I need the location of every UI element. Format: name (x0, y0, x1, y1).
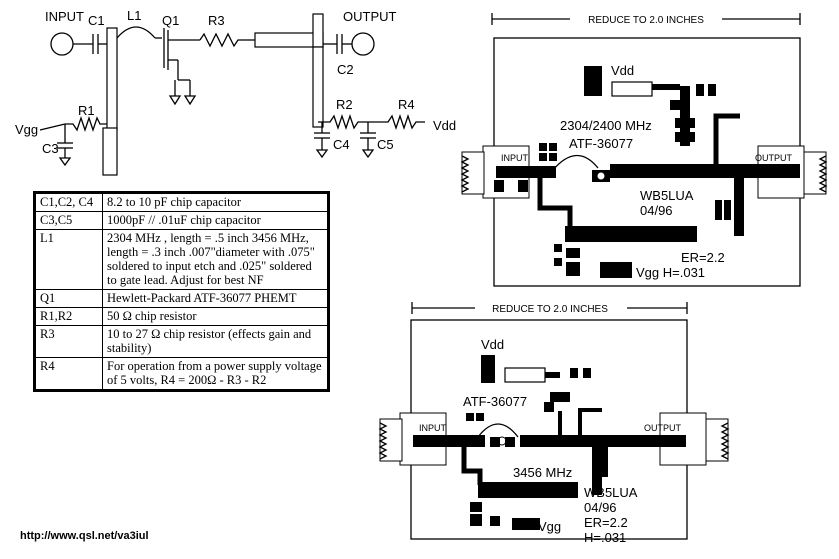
part-description: 8.2 to 10 pF chip capacitor (102, 192, 329, 212)
reduce-label-bottom: REDUCE TO 2.0 INCHES (492, 304, 608, 315)
r3-symbol (199, 32, 255, 48)
output-port-symbol (351, 32, 375, 56)
part-ref: L1 (34, 229, 103, 290)
q1-label: Q1 (162, 13, 179, 28)
output-label-bottom: OUTPUT (644, 423, 682, 433)
c3-label: C3 (42, 141, 59, 156)
part-description: 50 Ω chip resistor (102, 307, 329, 326)
device-label-bottom: ATF-36077 (463, 394, 527, 409)
part-ref: C1,C2, C4 (34, 192, 103, 212)
schematic: INPUT C1 L1 Q1 R3 OUTPUT C2 R1 (15, 8, 456, 176)
board-outline-top (493, 37, 801, 287)
part-ref: R1,R2 (34, 307, 103, 326)
h-label-bottom: H=.031 (584, 530, 626, 545)
c2-label: C2 (337, 62, 354, 77)
vgg-label: Vgg (15, 122, 38, 137)
input-line-stub (106, 27, 118, 131)
part-description: 10 to 27 Ω chip resistor (effects gain a… (102, 325, 329, 358)
vdd-label: Vdd (433, 118, 456, 133)
date-label-top: 04/96 (640, 203, 673, 218)
output-label-top: OUTPUT (755, 153, 793, 163)
part-description: 1000pF // .01uF chip capacitor (102, 211, 329, 230)
r2-symbol (318, 113, 368, 131)
part-ref: C3,C5 (34, 211, 103, 230)
r4-label: R4 (398, 97, 415, 112)
device-label-top: ATF-36077 (569, 136, 633, 151)
pcb-layout-top: REDUCE TO 2.0 INCHES INPUT OUTPUT (460, 12, 828, 287)
vdd-label-bottom: Vdd (481, 337, 504, 352)
vdd-label-top: Vdd (611, 63, 634, 78)
part-description: Hewlett-Packard ATF-36077 PHEMT (102, 289, 329, 308)
r1-label: R1 (78, 103, 95, 118)
input-port-symbol (50, 32, 74, 56)
l1-symbol (116, 26, 156, 39)
r1-symbol (65, 115, 107, 133)
part-ref: R3 (34, 325, 103, 358)
date-label-bottom: 04/96 (584, 500, 617, 515)
freq-label-top: 2304/2400 MHz (560, 118, 652, 133)
r2-label: R2 (336, 97, 353, 112)
l1-label: L1 (127, 8, 141, 23)
r3-label: R3 (208, 13, 225, 28)
input-label-bottom: INPUT (419, 423, 447, 433)
input-label-top: INPUT (501, 153, 529, 163)
c5-label: C5 (377, 137, 394, 152)
reduce-label-top: REDUCE TO 2.0 INCHES (588, 15, 704, 26)
output-label: OUTPUT (343, 9, 397, 24)
source-url: http://www.qsl.net/va3iul (20, 530, 149, 542)
pcb-layout-bottom: REDUCE TO 2.0 INCHES INPUT OUTPUT (378, 301, 730, 545)
part-ref: R4 (34, 357, 103, 391)
input-label: INPUT (45, 9, 84, 24)
vgg-h-label-top: Vgg H=.031 (636, 265, 705, 280)
board-outline-bottom (410, 319, 688, 540)
callsign-label-top: WB5LUA (640, 188, 694, 203)
c1-label: C1 (88, 13, 105, 28)
er-label-bottom: ER=2.2 (584, 515, 628, 530)
part-description: For operation from a power supply voltag… (102, 357, 329, 391)
callsign-label-bottom: WB5LUA (584, 485, 638, 500)
r4-symbol (368, 113, 425, 131)
er-label-top: ER=2.2 (681, 250, 725, 265)
part-description: 2304 MHz , length = .5 inch 3456 MHz, le… (102, 229, 329, 290)
part-ref: Q1 (34, 289, 103, 308)
freq-label-bottom: 3456 MHz (513, 465, 572, 480)
c4-label: C4 (333, 137, 350, 152)
vgg-label-bottom: Vgg (538, 519, 561, 534)
